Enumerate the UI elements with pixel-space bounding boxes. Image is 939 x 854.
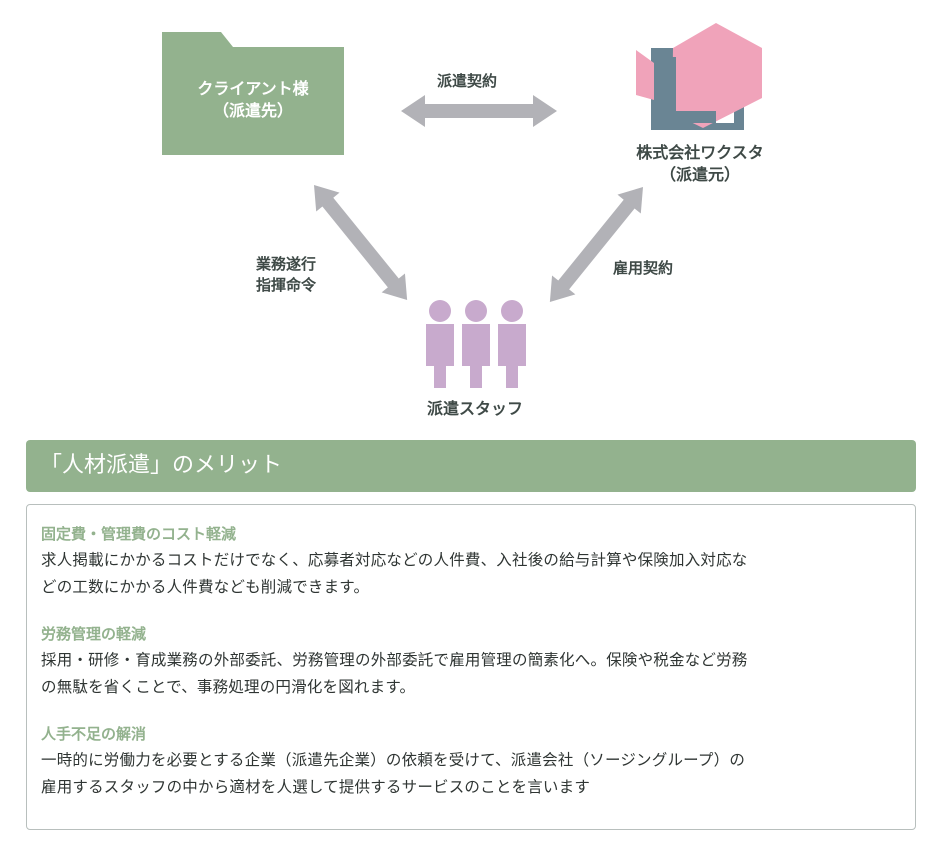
- company-node-label: 株式会社ワクスタ （派遣元）: [600, 142, 800, 186]
- merit-body-line: 一時的に労働力を必要とする企業（派遣先企業）の依頼を受けて、派遣会社（ソージング…: [41, 751, 746, 769]
- client-name: クライアント様: [197, 79, 309, 98]
- merit-body: 求人掲載にかかるコストだけでなく、応募者対応などの人件費、入社後の給与計算や保険…: [41, 547, 901, 601]
- merit-title: 人手不足の解消: [41, 725, 147, 743]
- client-role: （派遣先）: [212, 101, 293, 120]
- dispatch-relationship-diagram: クライアント様 （派遣先） 株式会社ワクスタ （派遣元） 派遣スタッフ 派遣契約…: [162, 23, 800, 418]
- command-arrow: [314, 185, 408, 301]
- merit-section-heading: 「人材派遣」のメリット: [26, 440, 916, 492]
- company-logo-icon: [636, 23, 762, 130]
- dispatch-contract-arrow: [401, 95, 557, 127]
- command-label: 業務遂行 指揮命令: [256, 254, 316, 296]
- merit-item: 固定費・管理費のコスト軽減 求人掲載にかかるコストだけでなく、応募者対応などの人…: [41, 523, 901, 601]
- staff-node-label: 派遣スタッフ: [426, 399, 523, 418]
- merit-body: 一時的に労働力を必要とする企業（派遣先企業）の依頼を受けて、派遣会社（ソージング…: [41, 747, 901, 801]
- merit-body: 採用・研修・育成業務の外部委託、労務管理の外部委託で雇用管理の簡素化へ。保険や税…: [41, 647, 901, 701]
- merit-list: 固定費・管理費のコスト軽減 求人掲載にかかるコストだけでなく、応募者対応などの人…: [26, 504, 916, 830]
- merit-body-line: どの工数にかかる人件費なども削減できます。: [41, 578, 370, 596]
- folder-icon: [162, 32, 344, 155]
- merit-item: 労務管理の軽減 採用・研修・育成業務の外部委託、労務管理の外部委託で雇用管理の簡…: [41, 623, 901, 701]
- staff-people-icon: [426, 300, 526, 388]
- employment-arrow: [549, 187, 643, 303]
- employment-contract-label: 雇用契約: [613, 259, 674, 277]
- merit-body-line: 雇用するスタッフの中から適材を人選して提供するサービスのことを言います: [41, 778, 591, 796]
- company-role: （派遣元）: [659, 165, 740, 184]
- merit-body-line: の無駄を省くことで、事務処理の円滑化を図れます。: [41, 678, 416, 696]
- command-label-line1: 業務遂行: [256, 255, 317, 273]
- diagram-graphics: [162, 23, 762, 388]
- command-label-line2: 指揮命令: [256, 276, 317, 294]
- merit-title: 固定費・管理費のコスト軽減: [41, 525, 237, 543]
- dispatch-contract-label: 派遣契約: [437, 72, 498, 90]
- client-node-label: クライアント様 （派遣先）: [162, 78, 344, 122]
- merit-body-line: 求人掲載にかかるコストだけでなく、応募者対応などの人件費、入社後の給与計算や保険…: [41, 551, 748, 569]
- company-name: 株式会社ワクスタ: [636, 143, 764, 162]
- merit-body-line: 採用・研修・育成業務の外部委託、労務管理の外部委託で雇用管理の簡素化へ。保険や税…: [41, 651, 748, 669]
- merit-item: 人手不足の解消 一時的に労働力を必要とする企業（派遣先企業）の依頼を受けて、派遣…: [41, 723, 901, 801]
- merit-title: 労務管理の軽減: [41, 625, 147, 643]
